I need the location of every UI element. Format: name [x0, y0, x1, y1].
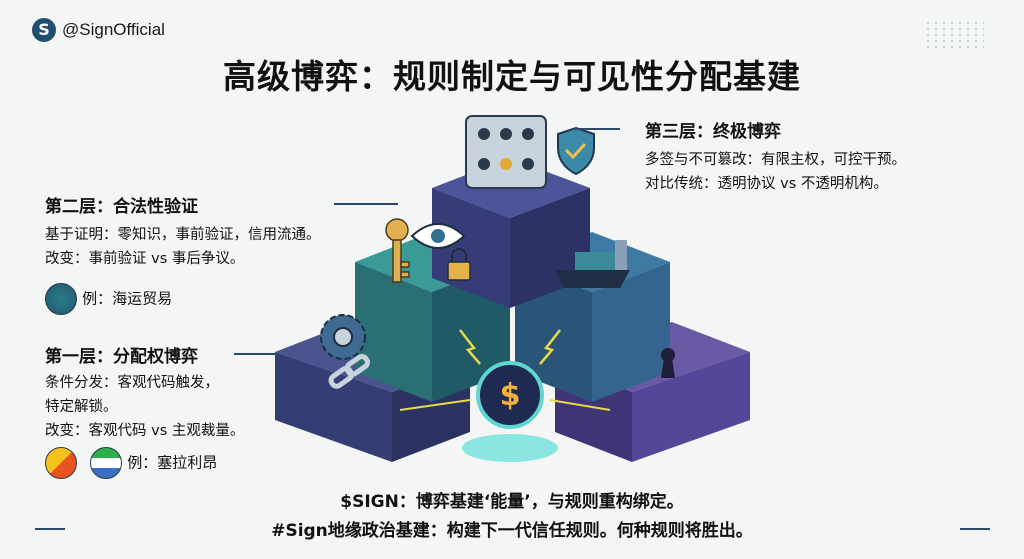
- layer1-heading: 第一层：分配权博弈: [45, 347, 198, 367]
- globe-icon: [45, 283, 77, 315]
- layer1-line: 改变：客观代码 vs 主观裁量。: [45, 423, 245, 439]
- layer3-text: 第三层：终极博弈 多签与不可篡改：有限主权，可控干预。 对比传统：透明协议 vs…: [645, 117, 906, 196]
- sierra-leone-flag-icon: [90, 447, 123, 479]
- key-icon: [385, 218, 410, 283]
- sign-coin-icon: [399, 329, 611, 462]
- layer2-example: 例：海运贸易: [82, 289, 173, 308]
- bhutan-flag-icon: [45, 447, 77, 479]
- layer1-line: 条件分发：客观代码触发，: [45, 375, 219, 391]
- connector-line: [234, 353, 279, 355]
- layer3-line: 对比传统：透明协议 vs 不透明机构。: [645, 176, 888, 192]
- decorative-dots: [924, 20, 984, 50]
- connector-line: [334, 203, 398, 205]
- layer3-line: 多签与不可篡改：有限主权，可控干预。: [645, 152, 906, 168]
- footer-divider: [35, 528, 65, 530]
- eye-icon: [410, 223, 466, 249]
- keypad-icon: [465, 115, 547, 189]
- footer-line-2: #Sign地缘政治基建：构建下一代信任规则。何种规则将胜出。: [271, 521, 753, 541]
- chain-icon: [328, 354, 370, 389]
- layer1-text: 第一层：分配权博弈 条件分发：客观代码触发， 特定解锁。 改变：客观代码 vs …: [45, 342, 244, 479]
- layer1-line: 特定解锁。: [45, 399, 118, 415]
- lock-icon: [447, 248, 471, 281]
- connector-line: [572, 128, 620, 130]
- sign-logo: S: [32, 18, 56, 42]
- footer-line-1: $SIGN：博弈基建‘能量’，与规则重构绑定。: [340, 492, 684, 512]
- keyhole-icon: [661, 348, 675, 378]
- page-title: 高级博弈：规则制定与可见性分配基建: [223, 57, 801, 96]
- coin-symbol: $: [500, 378, 521, 413]
- layer1-example: 例：塞拉利昂: [127, 453, 218, 472]
- footer-divider: [960, 528, 990, 530]
- layer2-line: 改变：事前验证 vs 事后争议。: [45, 251, 245, 267]
- layer2-line: 基于证明：零知识，事前验证，信用流通。: [45, 227, 321, 243]
- account-handle: @SignOfficial: [62, 20, 165, 39]
- layer3-heading: 第三层：终极博弈: [645, 122, 781, 142]
- gear-icon: [320, 314, 366, 360]
- layer2-heading: 第二层：合法性验证: [45, 197, 198, 217]
- shield-check-icon: [557, 126, 595, 176]
- cargo-ship-icon: [555, 240, 630, 288]
- layer2-text: 第二层：合法性验证 基于证明：零知识，事前验证，信用流通。 改变：事前验证 vs…: [45, 192, 321, 315]
